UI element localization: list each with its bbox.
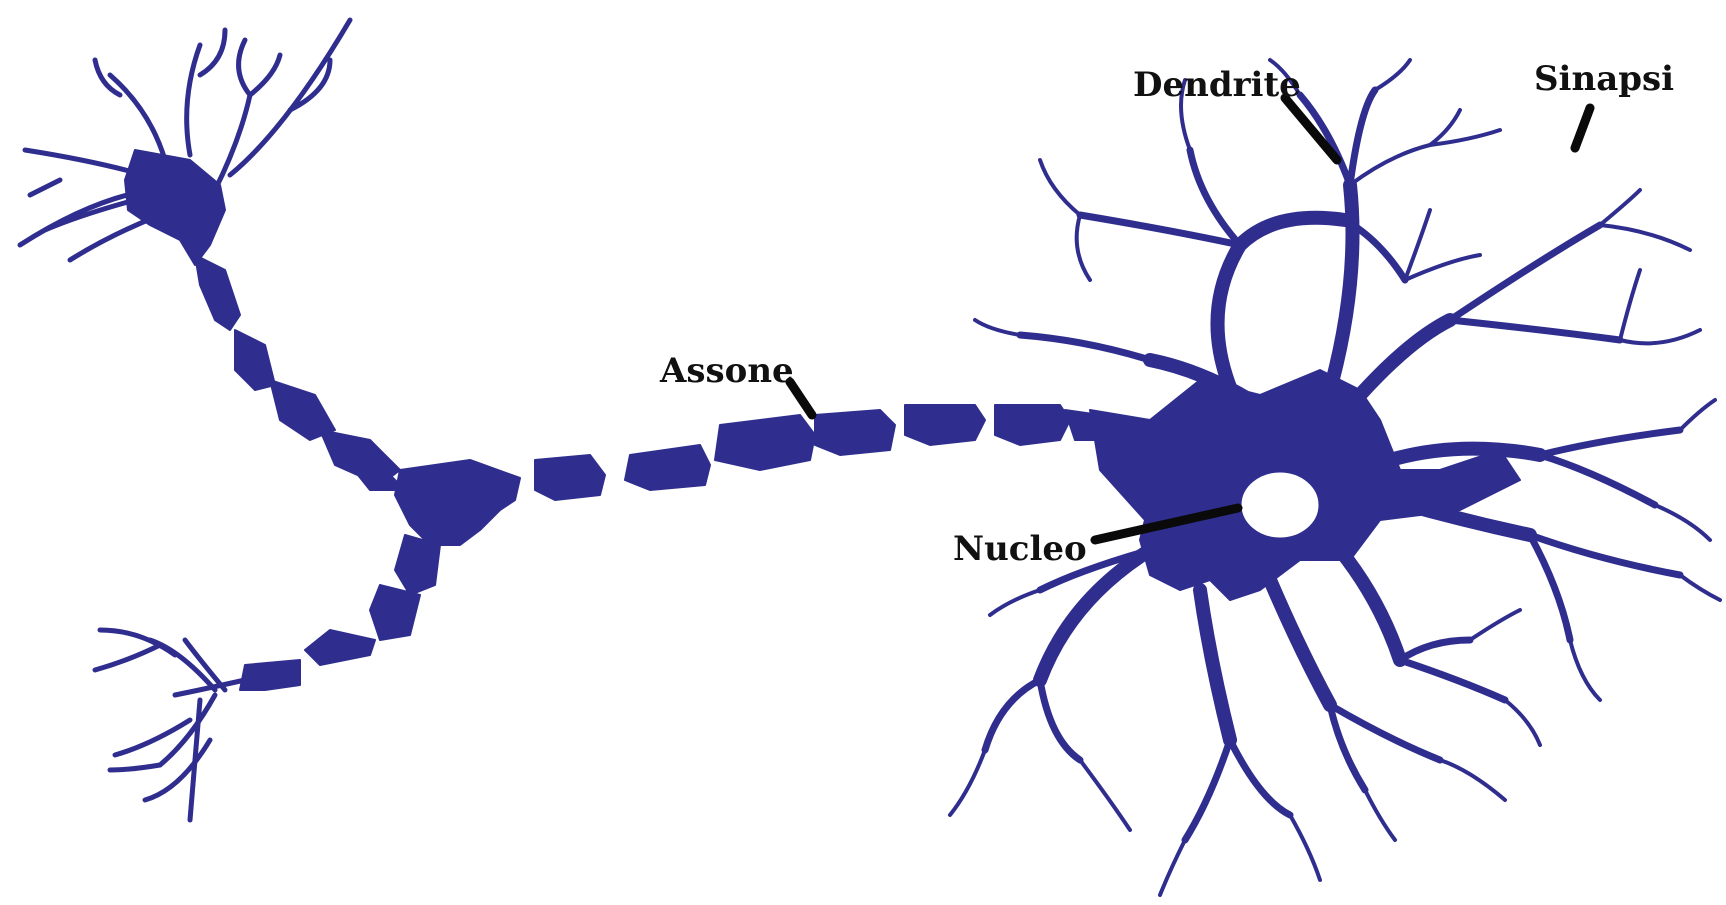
label-nucleo: Nucleo bbox=[953, 532, 1087, 566]
nucleus bbox=[1242, 473, 1318, 537]
top-terminal-soma bbox=[125, 150, 225, 265]
label-sinapsi: Sinapsi bbox=[1534, 62, 1674, 96]
upper-axon-myelin bbox=[195, 255, 405, 490]
sinapsi-leader bbox=[1575, 108, 1590, 148]
main-axon-myelin bbox=[535, 405, 1105, 500]
label-dendrite: Dendrite bbox=[1133, 68, 1301, 102]
label-assone: Assone bbox=[660, 354, 794, 388]
axon-junction bbox=[395, 460, 520, 545]
lower-axon-myelin bbox=[240, 535, 440, 690]
bottom-axon-terminal bbox=[95, 630, 245, 820]
